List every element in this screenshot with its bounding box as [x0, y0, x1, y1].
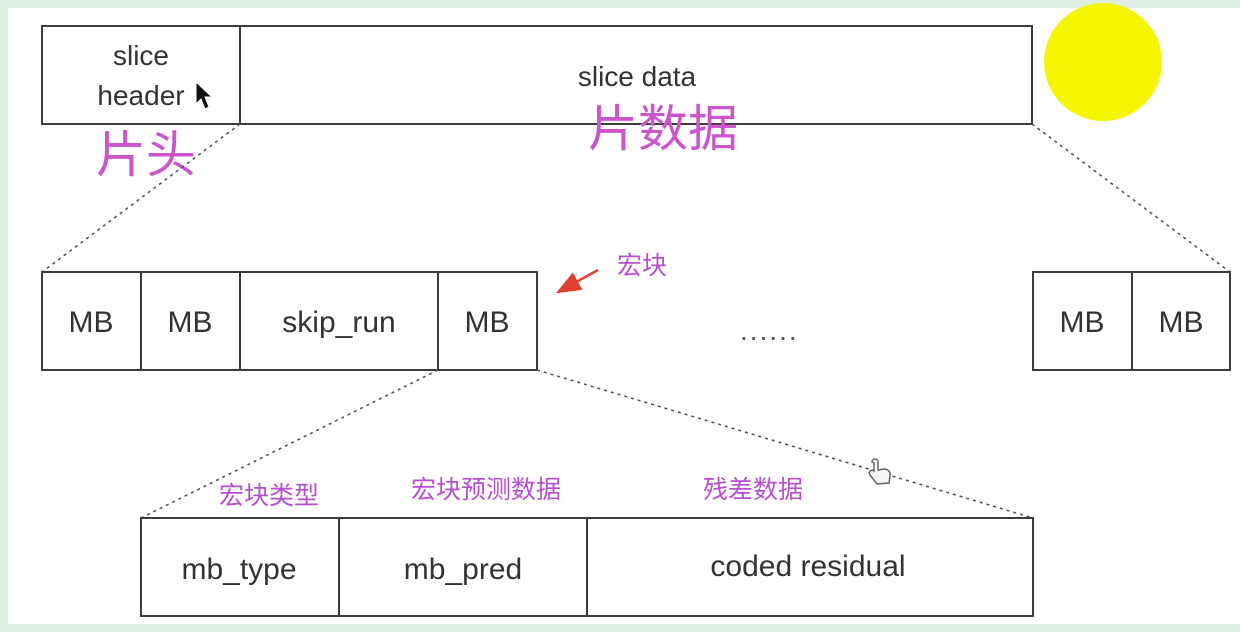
macroblock-annotation: 宏块 — [617, 251, 667, 280]
skip-run-cell: skip_run — [282, 306, 395, 339]
mb-pred-annotation: 宏块预测数据 — [411, 475, 561, 504]
slice-header-label-line2: header — [97, 80, 184, 111]
mb-cell: MB — [1159, 306, 1204, 339]
pointer-arrow — [555, 268, 599, 294]
expand-line-right — [1031, 123, 1231, 273]
expand-line-mb-right — [536, 369, 1034, 519]
mb-pred-cell: mb_pred — [404, 553, 522, 586]
mb-type-annotation: 宏块类型 — [219, 481, 319, 510]
mb-cell: MB — [1060, 306, 1105, 339]
mb-type-cell: mb_type — [181, 553, 296, 586]
mb-cell: MB — [69, 306, 114, 339]
coded-residual-cell: coded residual — [710, 550, 905, 583]
hand-cursor-icon — [868, 458, 891, 485]
slice-header-label-line1: slice — [113, 40, 169, 71]
ellipsis: ...... — [740, 315, 799, 346]
slice-data-annotation: 片数据 — [588, 100, 738, 158]
slice-data-label: slice data — [578, 61, 697, 92]
macroblock-row — [41, 271, 538, 371]
yellow-circle — [1044, 3, 1162, 121]
mb-cell: MB — [465, 306, 510, 339]
slice-row — [41, 25, 1033, 125]
slice-header-annotation: 片头 — [96, 126, 196, 184]
mb-cell: MB — [168, 306, 213, 339]
mouse-cursor-icon — [195, 80, 214, 110]
residual-annotation: 残差数据 — [703, 475, 803, 504]
